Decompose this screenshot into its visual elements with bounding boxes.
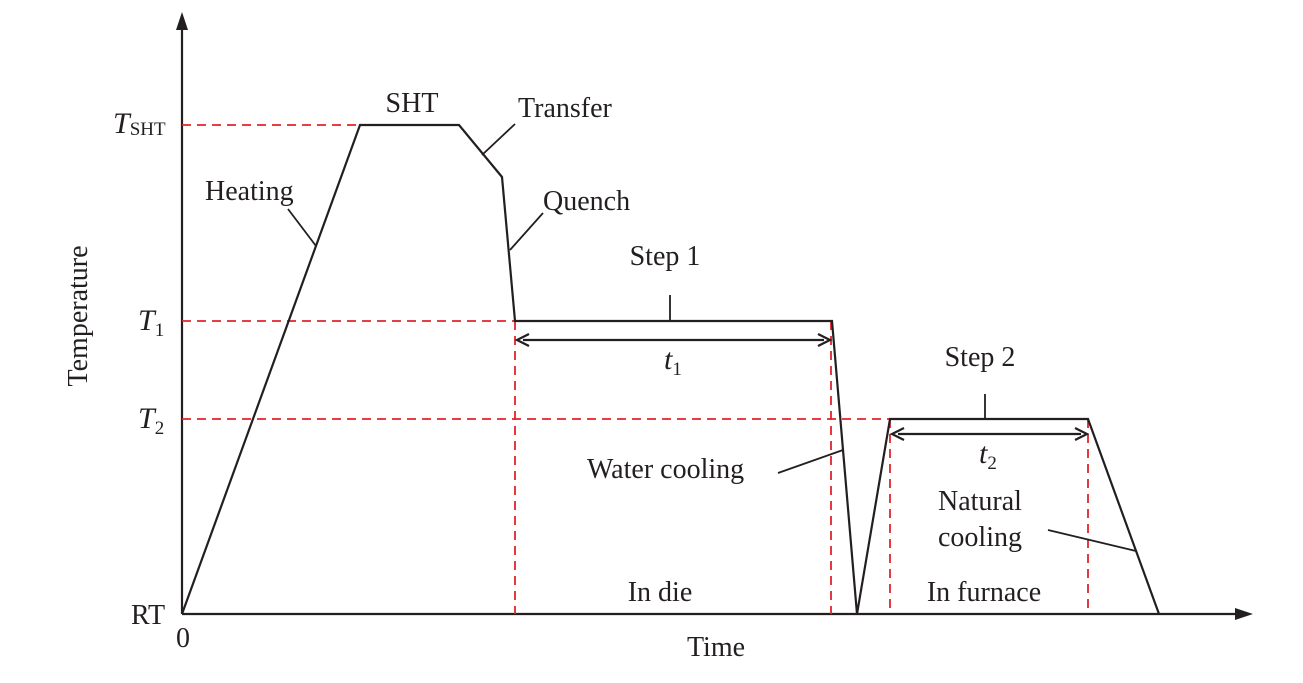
t2-duration-label: t2 bbox=[979, 437, 997, 474]
t1-duration-main: t bbox=[664, 343, 673, 376]
tsht-subscript: SHT bbox=[130, 119, 166, 140]
y-axis-label: Temperature bbox=[63, 245, 94, 386]
t2-level-label: T2 bbox=[138, 402, 164, 439]
heating-leader bbox=[287, 208, 317, 247]
transfer-label: Transfer bbox=[518, 93, 613, 124]
rt-level-label: RT bbox=[131, 600, 165, 631]
in-die-label: In die bbox=[628, 577, 693, 608]
step2-label: Step 2 bbox=[945, 342, 1016, 373]
water-cooling-label: Water cooling bbox=[587, 454, 744, 485]
x-axis-label: Time bbox=[687, 632, 745, 663]
y-axis-arrowhead bbox=[176, 12, 188, 30]
x-axis-arrowhead bbox=[1235, 608, 1253, 620]
t2-arrowhead-right bbox=[1074, 427, 1090, 441]
t1-arrowhead-right bbox=[817, 333, 833, 347]
t1-level-label: T1 bbox=[138, 304, 164, 341]
natural-cooling-leader bbox=[1047, 529, 1137, 552]
t1-duration-label: t1 bbox=[664, 343, 682, 380]
t2-level-main: T bbox=[138, 402, 157, 435]
transfer-leader bbox=[481, 123, 516, 156]
t2-arrowhead-left bbox=[889, 427, 905, 441]
tsht-main: T bbox=[113, 107, 132, 140]
natural-cooling-label-line2: cooling bbox=[938, 522, 1022, 553]
tsht-level-label: TSHT bbox=[113, 107, 166, 140]
t1-arrowhead-left bbox=[514, 333, 530, 347]
natural-cooling-label-line1: Natural bbox=[938, 486, 1022, 517]
water-cooling-leader bbox=[777, 449, 844, 474]
heating-label: Heating bbox=[205, 176, 294, 207]
temperature-profile-curve bbox=[180, 123, 1161, 615]
sht-label: SHT bbox=[386, 88, 439, 119]
t1-level-main: T bbox=[138, 304, 157, 337]
t2-duration-subscript: 2 bbox=[987, 453, 997, 474]
quench-leader bbox=[509, 212, 544, 251]
quench-label: Quench bbox=[543, 186, 630, 217]
in-furnace-label: In furnace bbox=[927, 577, 1041, 608]
t2-duration-main: t bbox=[979, 437, 988, 470]
origin-label: 0 bbox=[176, 623, 190, 654]
t2-level-subscript: 2 bbox=[155, 418, 165, 439]
t1-duration-subscript: 1 bbox=[672, 359, 682, 380]
t1-level-subscript: 1 bbox=[155, 320, 165, 341]
step1-label: Step 1 bbox=[630, 241, 701, 272]
